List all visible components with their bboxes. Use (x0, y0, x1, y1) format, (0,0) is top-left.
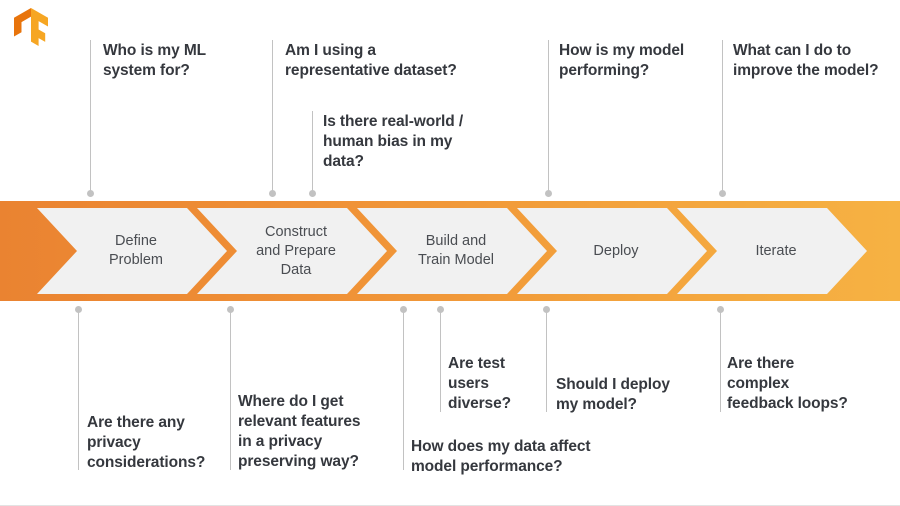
leader-dot-what-can-i-do-to-improve (719, 190, 726, 197)
leader-line-should-i-deploy-my-model (546, 309, 547, 412)
leader-line-representative-dataset (272, 40, 273, 193)
pipeline-stages: Define Problem Construct and Prepare Dat… (0, 201, 900, 301)
question-how-is-my-model-performing: How is my model performing? (559, 42, 685, 79)
leader-line-relevant-features-privacy (230, 309, 231, 470)
question-complex-feedback-loops: Are there complex feedback loops? (727, 355, 848, 412)
pipeline-stage-define-problem[interactable]: Define Problem (37, 208, 227, 294)
question-should-i-deploy-my-model: Should I deploy my model? (556, 376, 670, 413)
leader-dot-who-is-my-ml-system-for (87, 190, 94, 197)
pipeline-band: Define Problem Construct and Prepare Dat… (0, 201, 900, 301)
question-what-can-i-do-to-improve: What can I do to improve the model? (733, 42, 879, 79)
pipeline-stage-label: Construct and Prepare Data (256, 223, 336, 278)
question-privacy-considerations: Are there any privacy considerations? (87, 414, 206, 471)
leader-dot-how-is-my-model-performing (545, 190, 552, 197)
question-data-affect-model-performance: How does my data affect model performanc… (411, 438, 591, 475)
leader-dot-real-world-human-bias (309, 190, 316, 197)
question-representative-dataset: Am I using a representative dataset? (285, 42, 457, 79)
leader-line-how-is-my-model-performing (548, 40, 549, 193)
pipeline-stage-build-train-model[interactable]: Build and Train Model (357, 208, 547, 294)
leader-line-are-test-users-diverse (440, 309, 441, 412)
question-are-test-users-diverse: Are test users diverse? (448, 355, 511, 412)
leader-dot-representative-dataset (269, 190, 276, 197)
pipeline-stage-label: Build and Train Model (417, 233, 495, 268)
pipeline-stage-label: Define Problem (109, 233, 163, 268)
pipeline-stage-label: Deploy (593, 242, 639, 259)
leader-line-what-can-i-do-to-improve (722, 40, 723, 193)
leader-line-who-is-my-ml-system-for (90, 40, 91, 193)
leader-line-privacy-considerations (78, 309, 79, 470)
leader-line-complex-feedback-loops (720, 309, 721, 412)
leader-line-data-affect-model-performance (403, 309, 404, 470)
question-relevant-features-privacy: Where do I get relevant features in a pr… (238, 393, 361, 470)
question-who-is-my-ml-system-for: Who is my ML system for? (103, 42, 206, 79)
leader-line-real-world-human-bias (312, 111, 313, 193)
tensorflow-logo (14, 8, 48, 46)
question-real-world-human-bias: Is there real-world / human bias in my d… (323, 113, 464, 170)
pipeline-stage-label: Iterate (755, 242, 797, 259)
